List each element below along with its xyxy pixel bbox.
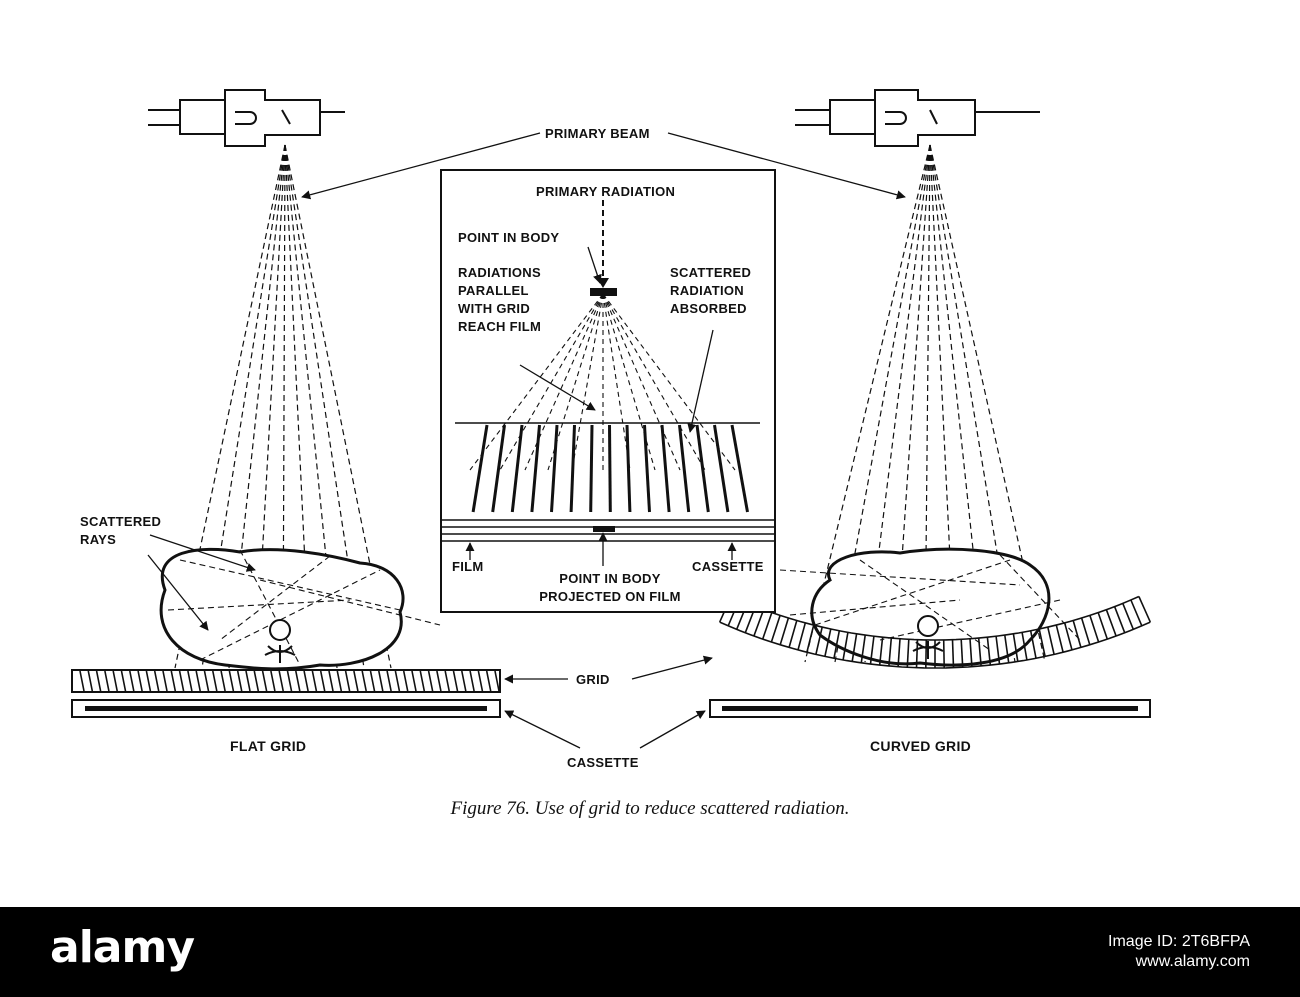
flat-cassette <box>71 699 501 718</box>
image-id-text: Image ID: 2T6BFPA <box>1108 933 1250 950</box>
label-primary-beam: PRIMARY BEAM <box>545 126 650 141</box>
inset-grid-lines <box>471 424 749 513</box>
right-scattered-rays <box>779 554 1081 651</box>
curved-cassette <box>709 699 1151 718</box>
inset-panel <box>440 169 776 613</box>
label-cassette: CASSETTE <box>567 755 639 770</box>
left-vertebra <box>264 619 296 663</box>
label-scattered-rays: SCATTERED RAYS <box>80 514 162 547</box>
left-xray-tube <box>148 89 345 147</box>
label-primary-radiation: PRIMARY RADIATION <box>536 184 676 199</box>
label-flat-grid: FLAT GRID <box>230 738 307 754</box>
label-point-in-body: POINT IN BODY <box>458 230 560 245</box>
curved-grid <box>718 595 1152 669</box>
leader-lines <box>147 132 906 749</box>
flat-grid <box>71 669 501 693</box>
label-scattered-absorbed: SCATTERED RADIATION ABSORBED <box>670 265 752 316</box>
label-point-projected: POINT IN BODY PROJECTED ON FILM <box>539 571 681 604</box>
label-radiations-parallel: RADIATIONS PARALLEL WITH GRID REACH FILM <box>458 265 542 334</box>
right-xray-tube <box>795 89 1040 147</box>
left-body-outline <box>159 547 405 671</box>
label-cassette-inset: CASSETTE <box>692 559 764 574</box>
label-curved-grid: CURVED GRID <box>870 738 972 754</box>
watermark-banner <box>0 907 1300 997</box>
label-film: FILM <box>452 559 484 574</box>
site-url-text: www.alamy.com <box>1135 953 1250 970</box>
label-grid: GRID <box>576 672 610 687</box>
alamy-logo: alamy <box>50 922 195 973</box>
watermark-image-id: Image ID: 2T6BFPA www.alamy.com <box>1108 932 1250 972</box>
figure-caption: Figure 76. Use of grid to reduce scatter… <box>450 798 850 819</box>
inset-rays <box>469 293 736 471</box>
